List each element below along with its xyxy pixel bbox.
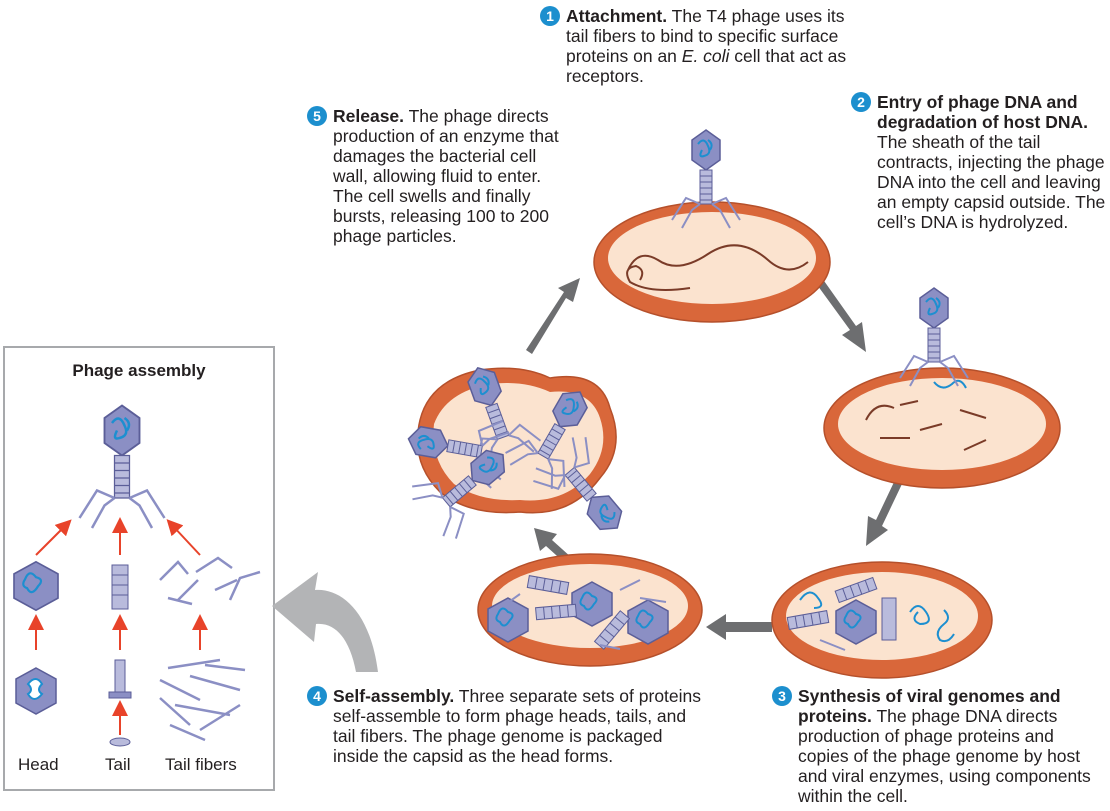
step-title: Attachment. — [566, 6, 668, 26]
attachment-cell — [593, 129, 831, 323]
assembly-callout-arrow — [272, 572, 378, 672]
organism-name: E. coli — [681, 46, 730, 66]
step-title: Entry of phage DNA and degradation of ho… — [877, 92, 1088, 132]
step-self-assembly: 4 Self-assembly. Three separate sets of … — [307, 686, 703, 766]
assembly-arrows — [28, 517, 208, 735]
step-number-badge: 2 — [851, 92, 871, 112]
step-title: Synthesis of viral genomes and proteins. — [798, 686, 1061, 726]
step-body: Three separate sets of proteins self-ass… — [333, 686, 702, 766]
step-entry: 2 Entry of phage DNA and degradation of … — [851, 92, 1109, 232]
step-attachment: 1 Attachment. The T4 phage uses its tail… — [540, 6, 856, 86]
tail-label: Tail — [105, 755, 131, 774]
step-synthesis: 3 Synthesis of viral genomes and protein… — [772, 686, 1108, 806]
baseplate-icon — [109, 737, 131, 747]
loose-tail-fibers-icon — [159, 658, 246, 742]
entry-cell — [823, 287, 1061, 489]
step-title: Self-assembly. — [333, 686, 455, 706]
head-label: Head — [18, 755, 59, 774]
step-body: The T4 phage uses its tail fibers to bin… — [566, 6, 845, 66]
assembled-tail-fibers-icon — [159, 556, 261, 606]
step-number-badge: 1 — [540, 6, 560, 26]
step-release: 5 Release. The phage directs production … — [307, 106, 563, 246]
tail-fibers-label: Tail fibers — [165, 755, 237, 774]
step-number-badge: 4 — [307, 686, 327, 706]
cycle-arrows — [526, 278, 902, 640]
step-body-end: cell that act as receptors. — [566, 46, 847, 86]
step-number-badge: 5 — [307, 106, 327, 126]
step-body: The phage directs production of an enzym… — [333, 106, 559, 246]
assembled-tail-icon — [111, 564, 129, 610]
step-number-badge: 3 — [772, 686, 792, 706]
step-title: Release. — [333, 106, 405, 126]
release-cell — [401, 355, 645, 551]
self-assembly-cell — [477, 553, 703, 667]
step-body: The sheath of the tail contracts, inject… — [877, 132, 1106, 232]
tail-core-icon — [108, 659, 132, 699]
step-body: The phage DNA directs production of phag… — [798, 706, 1091, 806]
synthesis-cell — [771, 561, 993, 679]
phage-assembly-title: Phage assembly — [72, 361, 206, 380]
empty-capsid-icon — [15, 667, 57, 715]
